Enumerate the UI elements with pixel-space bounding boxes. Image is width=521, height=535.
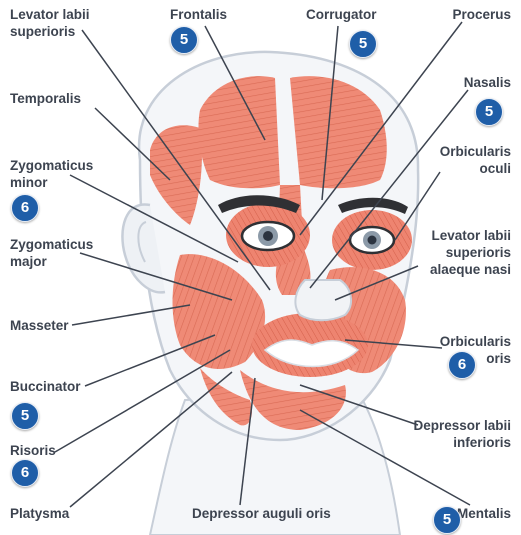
- label-masseter: Masseter: [10, 317, 69, 334]
- badge-nasalis: 5: [475, 98, 503, 126]
- label-nasalis: Nasalis: [464, 74, 511, 91]
- label-risoris: Risoris: [10, 442, 56, 459]
- label-depressor-labii: Depressor labii inferioris: [413, 417, 511, 451]
- label-depressor-auguli: Depressor auguli oris: [192, 505, 331, 522]
- badge-orbicularis-oris: 6: [448, 351, 476, 379]
- label-mentalis: Mentalis: [457, 505, 511, 522]
- label-levator-labii-alaeque: Levator labii superioris alaeque nasi: [430, 227, 511, 278]
- label-buccinator: Buccinator: [10, 378, 81, 395]
- label-frontalis: Frontalis: [170, 6, 227, 23]
- label-platysma: Platysma: [10, 505, 69, 522]
- label-zygomaticus-major: Zygomaticus major: [10, 236, 93, 270]
- label-procerus: Procerus: [452, 6, 511, 23]
- label-levator-labii-superioris: Levator labii superioris: [10, 6, 90, 40]
- label-zygomaticus-minor: Zygomaticus minor: [10, 157, 93, 191]
- label-corrugator: Corrugator: [306, 6, 377, 23]
- badge-mentalis: 5: [433, 506, 461, 534]
- label-temporalis: Temporalis: [10, 90, 81, 107]
- badge-frontalis: 5: [170, 26, 198, 54]
- label-orbicularis-oculi: Orbicularis oculi: [440, 143, 511, 177]
- badge-corrugator: 5: [349, 30, 377, 58]
- badge-buccinator: 5: [11, 402, 39, 430]
- badge-zygomaticus-minor: 6: [11, 194, 39, 222]
- badge-risoris: 6: [11, 459, 39, 487]
